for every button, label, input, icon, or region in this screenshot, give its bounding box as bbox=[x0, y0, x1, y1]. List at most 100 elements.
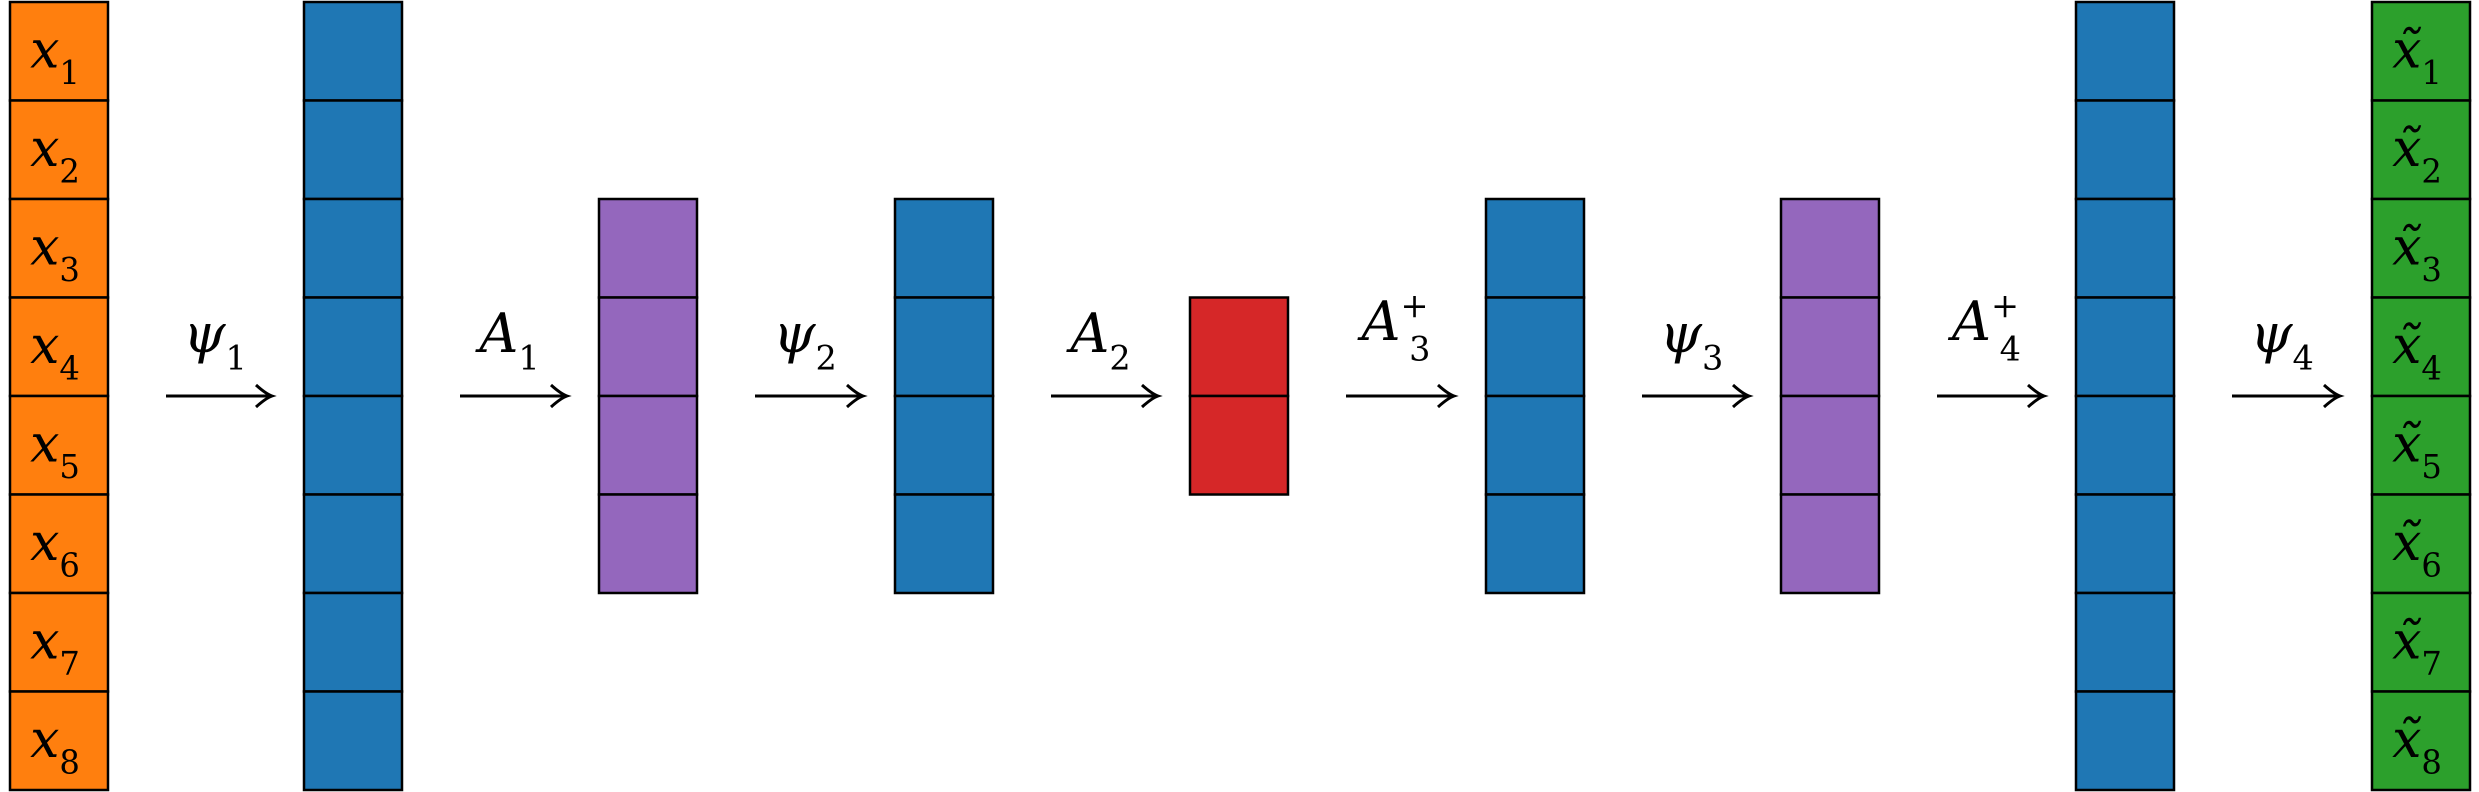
arrow-label-7-sup: + bbox=[1991, 286, 2019, 325]
input-column-label-1: x1 bbox=[30, 20, 80, 92]
output-column-label-7-base: x̃ bbox=[2392, 611, 2422, 671]
layer-p2 bbox=[1779, 197, 1881, 595]
input-column-label-5-base: x bbox=[30, 414, 59, 474]
output-column-label-1: x̃1 bbox=[2392, 20, 2442, 92]
output-column-label-3-sub: 3 bbox=[2421, 251, 2442, 289]
layer-h1-cell-6 bbox=[302, 493, 404, 595]
output-column-label-1-base: x̃ bbox=[2392, 20, 2422, 80]
arrow-3: ψ2 bbox=[755, 302, 868, 409]
arrow-4: A2 bbox=[1051, 302, 1163, 409]
arrow-label-1: ψ1 bbox=[183, 302, 247, 377]
output-column-label-3-base: x̃ bbox=[2392, 217, 2422, 277]
output-column-label-1-sub: 1 bbox=[2421, 54, 2442, 92]
arrow-label-7-sub: 4 bbox=[2000, 330, 2021, 369]
input-column-label-1-sub: 1 bbox=[59, 54, 80, 92]
arrow-2: A1 bbox=[460, 302, 572, 409]
output-column-label-6-sub: 6 bbox=[2421, 546, 2442, 584]
arrow-label-2: A1 bbox=[474, 302, 539, 377]
input-column-label-5: x5 bbox=[30, 414, 80, 486]
arrow-label-7-base: A bbox=[1947, 290, 1991, 353]
input-column-label-5-sub: 5 bbox=[59, 448, 80, 486]
input-column-cell-5 bbox=[8, 394, 110, 496]
arrow-5: A+3 bbox=[1346, 286, 1459, 409]
input-column-cell-7 bbox=[8, 591, 110, 693]
layer-h3 bbox=[1484, 197, 1586, 595]
arrow-head bbox=[845, 383, 868, 409]
input-column-label-1-base: x bbox=[30, 20, 59, 80]
layer-p2-cell-1 bbox=[1779, 197, 1881, 299]
arrow-label-3: ψ2 bbox=[773, 302, 837, 377]
output-column-label-6-base: x̃ bbox=[2392, 513, 2422, 573]
layer-h1-cell-4 bbox=[302, 296, 404, 398]
input-column-label-8-base: x bbox=[30, 710, 59, 770]
layer-h4-cell-2 bbox=[2074, 99, 2176, 201]
output-column-label-7: x̃7 bbox=[2392, 611, 2442, 683]
output-column-label-4-sub: 4 bbox=[2421, 349, 2442, 387]
arrow-label-6-base: ψ bbox=[1660, 302, 1703, 365]
layer-h1-cell-1 bbox=[302, 0, 404, 102]
layer-h3-cell-2 bbox=[1484, 296, 1586, 398]
input-column-cell-6 bbox=[8, 493, 110, 595]
input-column-cell-3 bbox=[8, 197, 110, 299]
arrow-7: A+4 bbox=[1937, 286, 2049, 409]
layer-h4-cell-5 bbox=[2074, 394, 2176, 496]
layer-h4-cell-6 bbox=[2074, 493, 2176, 595]
layer-p1-cell-2 bbox=[597, 296, 699, 398]
layer-h1-cell-8 bbox=[302, 690, 404, 792]
arrow-1: ψ1 bbox=[166, 302, 277, 409]
input-column-label-4-base: x bbox=[30, 316, 59, 376]
arrow-label-6: ψ3 bbox=[1660, 302, 1724, 377]
arrow-label-4-base: A bbox=[1065, 302, 1109, 365]
arrow-label-5: A+3 bbox=[1357, 286, 1431, 368]
arrow-label-5-sup: + bbox=[1401, 286, 1429, 325]
layer-h1-cell-7 bbox=[302, 591, 404, 693]
input-column-cell-1 bbox=[8, 0, 110, 102]
layer-h4-cell-7 bbox=[2074, 591, 2176, 693]
layer-h2-cell-2 bbox=[893, 296, 995, 398]
layer-h4-cell-4 bbox=[2074, 296, 2176, 398]
arrow-head bbox=[2322, 383, 2345, 409]
input-column-label-6: x6 bbox=[30, 513, 80, 585]
layer-h1-cell-5 bbox=[302, 394, 404, 496]
arrow-label-2-base: A bbox=[474, 302, 518, 365]
arrow-label-1-sub: 1 bbox=[226, 338, 247, 377]
input-column-label-6-sub: 6 bbox=[59, 546, 80, 584]
input-column-label-7-base: x bbox=[30, 611, 59, 671]
arrow-label-3-sub: 2 bbox=[816, 338, 837, 377]
input-column-label-2-base: x bbox=[30, 119, 59, 179]
layer-p1-cell-1 bbox=[597, 197, 699, 299]
layer-p1-cell-4 bbox=[597, 493, 699, 595]
output-column-label-6: x̃6 bbox=[2392, 513, 2442, 585]
output-column-cell-3 bbox=[2370, 197, 2472, 299]
input-column-label-3: x3 bbox=[30, 217, 80, 289]
input-column-label-8: x8 bbox=[30, 710, 80, 782]
output-column-label-8-sub: 8 bbox=[2421, 743, 2442, 781]
output-column-cell-8 bbox=[2370, 690, 2472, 792]
output-column-cell-1 bbox=[2370, 0, 2472, 102]
input-column-cell-8 bbox=[8, 690, 110, 792]
output-column-label-8: x̃8 bbox=[2392, 710, 2442, 782]
arrow-label-6-sub: 3 bbox=[1702, 338, 1723, 377]
arrow-label-7: A+4 bbox=[1947, 286, 2021, 368]
output-column-cell-2 bbox=[2370, 99, 2472, 201]
output-column-label-5-base: x̃ bbox=[2392, 414, 2422, 474]
layer-p2-cell-2 bbox=[1779, 296, 1881, 398]
arrow-head bbox=[2026, 383, 2049, 409]
input-column-label-2-sub: 2 bbox=[59, 152, 80, 190]
layer-h3-cell-1 bbox=[1484, 197, 1586, 299]
layer-h4 bbox=[2074, 0, 2176, 792]
layer-h2-cell-3 bbox=[893, 394, 995, 496]
layer-h3-cell-4 bbox=[1484, 493, 1586, 595]
layer-h1-cell-2 bbox=[302, 99, 404, 201]
arrow-label-5-base: A bbox=[1357, 290, 1401, 353]
output-column-cell-7 bbox=[2370, 591, 2472, 693]
arrow-head bbox=[1731, 383, 1754, 409]
layer-latent-cell-1 bbox=[1188, 296, 1290, 398]
output-column: x̃1x̃2x̃3x̃4x̃5x̃6x̃7x̃8 bbox=[2370, 0, 2472, 792]
layer-h1 bbox=[302, 0, 404, 792]
output-column-label-5: x̃5 bbox=[2392, 414, 2442, 486]
arrow-head bbox=[1140, 383, 1163, 409]
layer-h4-cell-1 bbox=[2074, 0, 2176, 102]
